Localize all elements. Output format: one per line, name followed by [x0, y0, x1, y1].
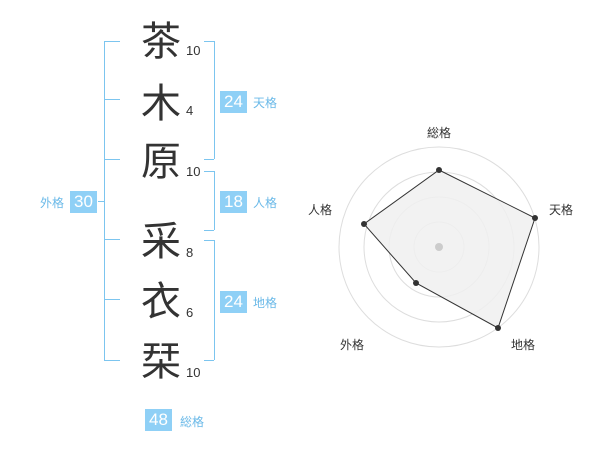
bracket-connector [98, 201, 104, 202]
stroke-count-4: 8 [186, 245, 194, 260]
radar-point-gaikaku [413, 280, 419, 286]
gaikaku-label: 外格 [40, 196, 65, 210]
tenkaku-bracket [214, 41, 215, 159]
tenkaku-bracket-bottom [204, 159, 214, 160]
name-char-6: 栞 [141, 339, 181, 385]
radar-label-jinkaku: 人格 [308, 203, 333, 217]
radar-center [435, 243, 443, 251]
name-char-4: 采 [141, 219, 181, 265]
chikaku-label: 地格 [253, 296, 278, 310]
name-char-1: 茶 [141, 19, 181, 65]
stroke-count-1: 10 [186, 43, 201, 58]
stroke-count-5: 6 [186, 305, 194, 320]
name-char-2: 木 [141, 81, 181, 127]
radar-point-soukaku [436, 167, 442, 173]
radar-label-gaikaku: 外格 [340, 338, 365, 352]
radar-polygon [363, 169, 536, 329]
radar-label-soukaku: 総格 [427, 126, 452, 140]
bracket-tick [104, 239, 120, 240]
name-char-5: 衣 [141, 279, 181, 325]
tenkaku-bracket-top [204, 41, 214, 42]
chikaku-bracket [214, 240, 215, 360]
jinkaku-label: 人格 [253, 196, 278, 210]
bracket-tick [104, 360, 120, 361]
jinkaku-value: 18 [220, 191, 247, 213]
gaikaku-value: 30 [70, 191, 97, 213]
chikaku-bracket-top [204, 240, 214, 241]
jinkaku-bracket-bottom [204, 230, 214, 231]
bracket-tick [104, 99, 120, 100]
radar-label-chikaku: 地格 [511, 338, 536, 352]
radar-point-jinkaku [361, 221, 367, 227]
stroke-count-6: 10 [186, 365, 201, 380]
gaikaku-bracket [104, 41, 105, 361]
radar-point-tenkaku [532, 215, 538, 221]
bracket-tick [104, 159, 120, 160]
chikaku-value: 24 [220, 291, 247, 313]
stroke-count-2: 4 [186, 103, 194, 118]
soukaku-value: 48 [145, 409, 172, 431]
radar-point-chikaku [495, 325, 501, 331]
name-char-3: 原 [141, 139, 181, 185]
soukaku-label: 総格 [180, 415, 205, 429]
chikaku-bracket-bottom [204, 360, 214, 361]
jinkaku-bracket [214, 171, 215, 230]
tenkaku-value: 24 [220, 91, 247, 113]
jinkaku-bracket-top [204, 171, 214, 172]
tenkaku-label: 天格 [253, 96, 278, 110]
radar-label-tenkaku: 天格 [549, 203, 574, 217]
stroke-count-3: 10 [186, 164, 201, 179]
bracket-tick [104, 41, 120, 42]
bracket-tick [104, 299, 120, 300]
